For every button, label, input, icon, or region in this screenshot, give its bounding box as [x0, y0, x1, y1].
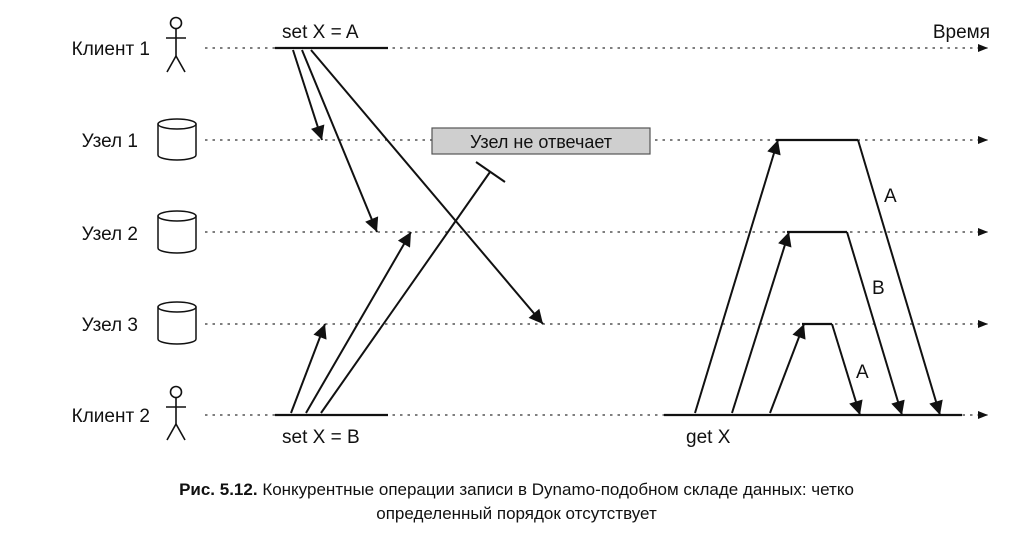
get-x-label: get X [686, 427, 731, 448]
figure-caption: Рис. 5.12. Конкурентные операции записи … [0, 478, 1033, 526]
set-a-to-node1-arrow [292, 49, 325, 141]
lane-label-node1: Узел 1 [82, 131, 138, 152]
lane-label-node2: Узел 2 [82, 224, 138, 245]
set-b-to-node3-arrow [290, 323, 327, 414]
node-down-box [431, 127, 651, 155]
response-label-node2: B [872, 278, 885, 299]
caption-line-1: Рис. 5.12. Конкурентные операции записи … [0, 478, 1033, 502]
caption-number: Рис. 5.12. [179, 480, 258, 499]
get-to-node2-arrow [731, 231, 792, 414]
caption-text-line1: Конкурентные операции записи в Dynamo-по… [262, 480, 854, 499]
time-axis-label: Время [933, 22, 990, 43]
timelines [205, 44, 988, 419]
node2-cylinder-icon [157, 210, 197, 254]
caption-text-line2: определенный порядок отсутствует [376, 504, 657, 523]
concurrent-writes-diagram: Клиент 1 Узел 1 Узел 2 Узел 3 Клиент 2 [72, 16, 990, 448]
client1-icon [166, 16, 186, 73]
set-b-label: set X = B [282, 427, 360, 448]
response-label-node3: A [856, 362, 869, 383]
node-down-label: Узел не отвечает [470, 132, 612, 152]
node1-response-arrow [857, 139, 943, 416]
client2-icon [166, 385, 186, 441]
lane-label-node3: Узел 3 [82, 315, 138, 336]
node3-response-arrow [831, 323, 863, 416]
set-a-to-node3-arrow [310, 49, 544, 325]
get-to-node1-arrow [694, 139, 781, 414]
response-label-node1: A [884, 186, 897, 207]
node3-cylinder-icon [157, 301, 197, 345]
set-b-to-node2-arrow [305, 231, 412, 414]
failed-request-cross-mark [475, 161, 506, 183]
set-a-label: set X = A [282, 22, 359, 43]
node2-response-arrow [846, 231, 905, 416]
lane-label-client2: Клиент 2 [72, 406, 150, 427]
get-to-node3-arrow [769, 323, 806, 414]
lane-label-client1: Клиент 1 [72, 39, 150, 60]
node1-cylinder-icon [157, 118, 197, 161]
set-a-to-node2-arrow [301, 49, 379, 233]
set-b-to-node1-failed-line [320, 171, 491, 414]
